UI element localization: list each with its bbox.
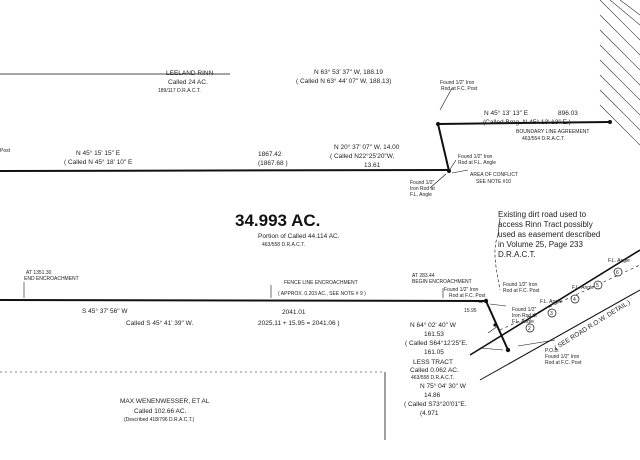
main-tract-acreage: 34.993 AC.	[235, 211, 320, 230]
fl-angle-2: F.L. Angle	[572, 285, 594, 291]
road-row-line-south	[479, 289, 640, 381]
mid-bearing-called2: 13.61	[364, 162, 381, 169]
end-encroachment-label: END ENCROACHMENT	[24, 276, 79, 282]
found-rod-right-2: Rod at F.C. Post	[449, 293, 486, 299]
northeast-boundary-line	[437, 121, 611, 125]
found-rod-top: Found 1/2" Iron	[440, 80, 475, 86]
found-rod-lower: Found 1/2"	[512, 307, 537, 313]
dirt-road-line-1: Existing dirt road used to	[498, 210, 587, 219]
diag-top-bearing: N 63° 53' 37" W, 188.19	[314, 68, 383, 76]
found-rod-pob: Found 1/2" Iron	[545, 354, 580, 360]
leeland-called: Called 24 AC.	[168, 79, 208, 86]
north-distance-called: (1867.68 )	[258, 160, 288, 167]
less-tract-ref: 463/558 D.R.A.C.T.	[411, 375, 454, 381]
found-rod-right: Found 1/2" Iron	[444, 287, 479, 293]
fence-encroachment-label: FENCE LINE ENCROACHMENT	[284, 280, 358, 286]
road-row-line-north	[469, 249, 640, 356]
begin-encroachment-label: BEGIN ENCROACHMENT	[412, 279, 472, 285]
west-jog-line	[437, 123, 450, 172]
fence-encroachment-note: ( APPROX. 0.203 AC., SEE NOTE # 9 )	[278, 291, 366, 297]
hatch-marks	[599, 0, 640, 146]
se2-distance: 14.86	[424, 392, 441, 399]
main-tract-ref: 463/558 D.R.A.C.T.	[262, 242, 305, 248]
svg-text:3: 3	[550, 311, 553, 317]
south-distance-called: 2025.11 + 15.95 = 2041.06 )	[258, 320, 340, 327]
less-tract-called: Called 0.062 AC.	[410, 367, 459, 374]
road-station-markers	[525, 267, 623, 333]
found-rod-mid-2: Rod at F.L. Angle	[458, 160, 496, 166]
road-station-numbers: 2 3 4 5 6	[528, 270, 619, 332]
max-called: Called 102.66 AC.	[134, 408, 187, 415]
small-distance: 15.95	[464, 308, 477, 314]
south-boundary-line	[0, 299, 487, 302]
dirt-road-line-2: access Rinn Tract possibly	[498, 220, 593, 229]
found-rod-lower-3: F.L. Angle	[512, 319, 534, 325]
ne-bearing-called: (Called Brng. N 45° 13' 13" E.)	[483, 118, 571, 126]
fl-angle-1: F.L. Angle	[540, 299, 562, 305]
found-rod-mid-5: F.L. Angle	[410, 192, 432, 198]
southeast-boundary-line	[485, 300, 509, 351]
north-bearing: N 45° 15' 15" E	[76, 149, 121, 157]
less-tract-title: LESS TRACT	[413, 359, 453, 366]
fl-angle-3: F.L. Angle	[608, 258, 630, 264]
svg-text:5: 5	[596, 283, 599, 289]
main-tract-portion: Portion of Called 44.114 AC.	[258, 233, 340, 240]
found-rod-rt-top-2: Rod at F.C. Post	[503, 288, 540, 294]
boundary-agreement: BOUNDARY LINE AGREEMENT	[516, 129, 589, 135]
found-rod-mid: Found 1/2" Iron	[458, 154, 493, 160]
mid-bearing-called: ( Called N22°25'20"W,	[330, 152, 395, 160]
ne-bearing: N 45° 13' 13" E	[484, 109, 529, 117]
se1-called: ( Called S64°12'25"E.	[405, 339, 468, 347]
north-distance: 1867.42	[258, 151, 282, 158]
found-rod-rt-top: Found 1/2" Iron	[503, 282, 538, 288]
begin-encroachment-at: AT 283.44	[412, 273, 435, 279]
leeland-ref: 189/117 D.R.A.C.T.	[158, 88, 201, 94]
se2-bearing: N 75° 04' 30" W	[420, 382, 467, 390]
leeland-name: LEELAND RINN	[166, 70, 214, 77]
found-rod-mid-3: Found 1/2"	[410, 180, 435, 186]
pob-label: P.O.B.	[545, 348, 559, 354]
south-distance: 2041.01	[282, 309, 306, 316]
svg-text:4: 4	[573, 297, 576, 303]
north-boundary-line	[0, 169, 449, 172]
se2-called: ( Called S73°20'01"E.	[404, 400, 467, 408]
mid-bearing: N 20° 37' 07" W, 14.00	[334, 143, 400, 151]
found-rod-pob-2: Rod at F.C. Post	[545, 360, 582, 366]
dirt-road-line-3: used as easement described	[498, 230, 600, 239]
se2-called2: (4.971	[420, 410, 439, 417]
dirt-road-path	[494, 234, 501, 291]
diag-top-called: ( Called N 63° 44' 07" W, 188.13)	[296, 77, 391, 85]
svg-text:6: 6	[616, 270, 619, 276]
se1-bearing: N 64° 02' 40" W	[410, 321, 457, 329]
north-bearing-called: ( Called N 45° 18' 10" E	[64, 158, 133, 166]
dirt-road-line-4: in Volume 25, Page 233	[498, 240, 584, 249]
svg-text:2: 2	[528, 326, 531, 332]
south-bearing-called: Called S 45° 41' 39" W.	[126, 319, 193, 327]
left-post-label: Post	[0, 148, 11, 154]
found-rod-mid-4: Iron Rod at	[410, 186, 435, 192]
road-row-detail: ( SEE ROAD R.O.W. DETAIL )	[553, 299, 631, 352]
leader-arrows	[23, 87, 556, 351]
ne-distance: 896.03	[558, 110, 578, 117]
dirt-road-line-5: D.R.A.C.T.	[498, 250, 536, 259]
south-bearing: S 45° 37' 56" W	[82, 307, 128, 315]
conflict-label: AREA OF CONFLICT	[470, 172, 518, 178]
se1-distance: 161.53	[424, 331, 444, 338]
conflict-note: SEE NOTE #10	[476, 179, 511, 185]
max-ref: (Described 418/796 D.R.A.C.T.)	[124, 417, 195, 423]
control-points	[436, 120, 612, 353]
boundary-agreement-ref: 463/554 D.R.A.C.T.	[522, 136, 565, 142]
found-rod-top-2: Rod at F.C. Post	[441, 86, 478, 92]
end-encroachment-at: AT 1351.30	[26, 270, 52, 276]
se1-called2: 161.05	[424, 349, 444, 356]
found-rod-lower-2: Iron Rod at	[512, 313, 537, 319]
max-name: MAX WENENWESSER, ET AL	[120, 398, 210, 405]
